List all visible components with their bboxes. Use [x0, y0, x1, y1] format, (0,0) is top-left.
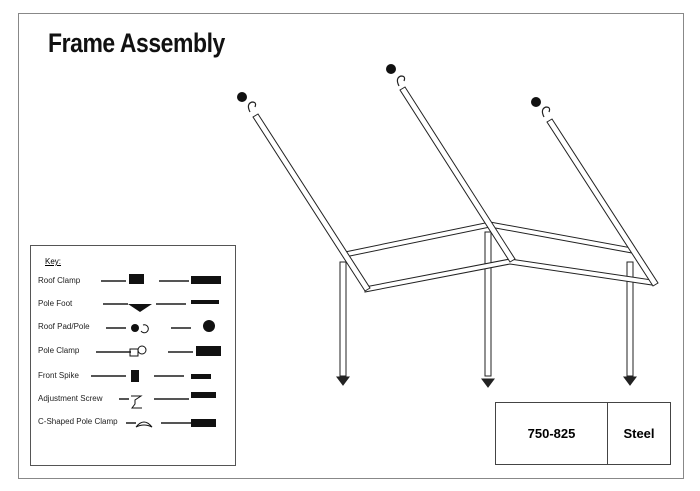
rafter-left [252, 113, 371, 292]
leg-left [336, 261, 350, 386]
key-item-adjustment-screw: Adjustment Screw [38, 394, 103, 403]
key-item-roof-pad: Roof Pad/Pole [38, 322, 90, 331]
spec-size: 750-825 [496, 403, 608, 464]
key-item-front-spike: Front Spike [38, 371, 79, 380]
rafter-middle [399, 86, 516, 263]
front-bar [364, 258, 653, 293]
roof-pads [237, 64, 541, 107]
spec-material: Steel [623, 426, 655, 441]
key-item-pole-foot: Pole Foot [38, 299, 73, 308]
leg-middle [481, 231, 495, 388]
spec-table: 750-825 Steel [495, 402, 671, 465]
key-item-roof-clamp: Roof Clamp [38, 276, 81, 285]
key-legend: Key: Roof Clamp Pole Foot Roof Pad/Pole … [30, 245, 236, 466]
key-icons [91, 274, 221, 428]
key-title: Key: [45, 257, 62, 266]
rafter-right [546, 118, 659, 287]
page-title: Frame Assembly [48, 28, 225, 58]
leg-right [623, 261, 637, 386]
key-item-c-clamp: C-Shaped Pole Clamp [38, 417, 118, 426]
key-item-pole-clamp: Pole Clamp [38, 346, 80, 355]
page-border [18, 13, 684, 479]
